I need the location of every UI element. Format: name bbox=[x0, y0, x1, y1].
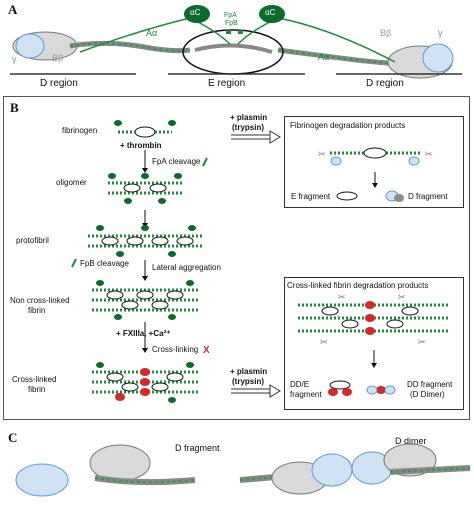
lateral-aggregation-label: Lateral aggregation bbox=[152, 263, 221, 272]
d-fragment-structure bbox=[15, 444, 196, 497]
e-fragment-label: E fragment bbox=[291, 192, 331, 201]
fibrinogen-degradation-cartoon: ✂ ✂ bbox=[318, 147, 433, 202]
thrombin-label: + thrombin bbox=[120, 141, 162, 150]
svg-text:✂: ✂ bbox=[338, 292, 346, 302]
plasmin-arrow-top bbox=[231, 130, 281, 144]
svg-text:✂: ✂ bbox=[398, 292, 406, 302]
non-cross-linked-label-2: fibrin bbox=[28, 306, 46, 315]
plasmin-top-label-2: (trypsin) bbox=[232, 123, 264, 132]
non-cross-linked-label-1: Non cross-linked bbox=[10, 296, 70, 305]
panel-b-frame bbox=[3, 96, 470, 420]
dd-fragment-label-2: (D Dimer) bbox=[410, 390, 445, 399]
fibrinogen-degradation-title: Fibrinogen degradation products bbox=[290, 121, 406, 130]
panel-a-molecule bbox=[10, 5, 462, 79]
panel-b-letter: B bbox=[10, 100, 19, 115]
d-dimer-structure-label: D dimer bbox=[395, 436, 427, 446]
a-alpha-right-label: Aα bbox=[318, 52, 330, 62]
d-region-right-label: D region bbox=[366, 78, 404, 89]
dde-label-1: DD/E bbox=[290, 380, 310, 389]
d-dimer-structure bbox=[239, 443, 471, 495]
alpha-c-left-label: αC bbox=[190, 8, 201, 17]
fpb-cleavage-label: FpB cleavage bbox=[80, 259, 129, 268]
panel-b-drawings: X ✂ ✂ bbox=[71, 120, 450, 403]
fpb-label: FpB bbox=[225, 20, 238, 27]
left-gamma-domain bbox=[15, 33, 45, 59]
svg-text:✂: ✂ bbox=[418, 337, 426, 347]
plasmin-arrow-bottom bbox=[231, 384, 281, 398]
d-fragment-structure-label: D fragment bbox=[175, 443, 220, 453]
alpha-c-domain-left bbox=[184, 5, 210, 23]
plasmin-bottom-label-2: (trypsin) bbox=[232, 377, 264, 386]
xl-degradation-cartoon: ✂ ✂ ✂ ✂ bbox=[298, 292, 450, 396]
svg-text:✂: ✂ bbox=[318, 149, 326, 159]
svg-text:✂: ✂ bbox=[320, 337, 328, 347]
oligomer-label: oligomer bbox=[56, 178, 87, 187]
alpha-c-domain-right bbox=[259, 5, 285, 23]
svg-text:X: X bbox=[203, 345, 210, 356]
cross-linked-label-1: Cross-linked bbox=[12, 375, 57, 384]
svg-text:✂: ✂ bbox=[425, 149, 433, 159]
plasmin-bottom-label-1: + plasmin bbox=[230, 367, 268, 376]
oligomer-cartoon bbox=[108, 173, 182, 204]
non-cross-linked-fibrin-cartoon bbox=[92, 280, 198, 320]
dd-fragment-label-1: DD fragment bbox=[407, 380, 453, 389]
xl-degradation-box bbox=[284, 277, 464, 410]
d-fragment-label: D fragment bbox=[408, 192, 448, 201]
fibrinogen-cartoon bbox=[114, 120, 176, 138]
cross-linked-fibrin-cartoon bbox=[92, 362, 198, 403]
panel-c-letter: C bbox=[8, 430, 18, 445]
a-alpha-left-label: Aα bbox=[146, 28, 158, 38]
plasmin-top-label-1: + plasmin bbox=[230, 113, 268, 122]
b-beta-right-label: Bβ bbox=[380, 28, 392, 38]
alpha-c-arc-left bbox=[79, 17, 191, 53]
protofibril-label: protofibril bbox=[16, 236, 49, 245]
gamma-right-label: γ bbox=[438, 28, 443, 38]
dde-label-2: fragment bbox=[290, 390, 322, 399]
cross-linking-label: Cross-linking bbox=[152, 345, 199, 354]
panel-c-structures bbox=[15, 443, 471, 497]
gamma-left-label: γ bbox=[12, 54, 17, 64]
right-gamma-domain bbox=[422, 43, 454, 73]
b-beta-left-label: Bβ bbox=[52, 53, 64, 63]
fxiiia-label: + FXIIIa, +Ca²⁺ bbox=[116, 329, 171, 338]
cross-linked-label-2: fibrin bbox=[28, 385, 46, 394]
d-region-left-label: D region bbox=[40, 78, 78, 89]
protofibril-cartoon bbox=[88, 225, 202, 257]
fibrinogen-degradation-box bbox=[284, 116, 464, 208]
fpa-cleavage-label: FpA cleavage bbox=[152, 157, 201, 166]
fpa-label: FpA bbox=[224, 12, 237, 19]
alpha-c-right-label: αC bbox=[265, 8, 276, 17]
e-region-label: E region bbox=[208, 78, 246, 89]
panel-a-letter: A bbox=[8, 2, 18, 17]
alpha-c-arc-right bbox=[277, 17, 396, 63]
xl-degradation-title: Cross-linked fibrin degradation products bbox=[287, 281, 429, 290]
fibrinogen-label: fibrinogen bbox=[62, 126, 98, 135]
